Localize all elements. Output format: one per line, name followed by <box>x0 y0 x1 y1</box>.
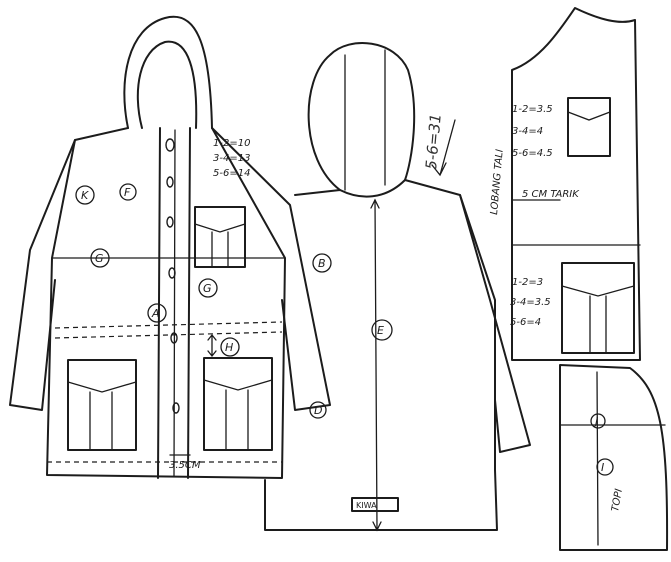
note-front-upper-2: 3-4=13 <box>213 153 250 164</box>
note-5cm: 5 CM TARIK <box>522 189 580 200</box>
front-jacket <box>9 15 332 479</box>
waist-dash-1 <box>54 321 283 329</box>
button <box>165 138 175 152</box>
note-pattern-top-3: 5-6=4.5 <box>512 148 553 159</box>
front-placket-left <box>157 127 161 479</box>
hood-formula-arrow <box>431 119 456 177</box>
note-pattern-top-1: 1-2=3.5 <box>512 104 553 115</box>
label-g-pocket: G <box>203 282 212 295</box>
label-i: I <box>601 461 604 474</box>
label-circle <box>198 278 218 298</box>
pattern-piece-top <box>511 7 641 361</box>
label-e: E <box>377 324 384 337</box>
front-placket-center <box>173 129 176 477</box>
label-circle <box>119 183 137 201</box>
lower-left-pocket <box>67 359 137 451</box>
back-body-outline <box>264 179 498 531</box>
note-hood-formula: 5-6=31 <box>422 113 445 171</box>
button <box>166 176 174 188</box>
back-hood <box>307 42 416 191</box>
pattern-mid-pocket-flap <box>561 285 635 297</box>
label-f: F <box>124 186 131 199</box>
lower-right-pocket-flap <box>203 379 273 391</box>
chest-pocket <box>194 206 246 268</box>
label-g-chest: G <box>95 252 104 265</box>
note-front-upper-3: 5-6=14 <box>213 168 250 179</box>
back-center-arrow <box>370 198 382 532</box>
label-b: B <box>318 257 326 270</box>
lower-left-pocket-pleat <box>89 391 113 451</box>
front-right-sleeve <box>211 127 331 411</box>
label-circle <box>90 248 110 268</box>
label-h: H <box>225 341 233 354</box>
note-pattern-mid-1: 1-2=3 <box>512 277 543 288</box>
lower-right-pocket <box>203 357 273 451</box>
pattern-pieces <box>511 7 669 551</box>
button <box>168 267 176 279</box>
lower-right-pocket-pleat <box>225 389 249 451</box>
button <box>170 332 178 344</box>
note-pattern-mid-2: 3-4=3.5 <box>510 297 551 308</box>
front-body-outline <box>46 127 286 479</box>
label-circle <box>147 303 167 323</box>
front-left-sleeve <box>9 139 76 411</box>
pattern-mid-pocket-pleat <box>589 295 607 354</box>
button <box>172 402 180 414</box>
label-d: D <box>314 404 322 417</box>
label-circle <box>590 413 606 429</box>
h-measure-arrow <box>207 333 217 358</box>
note-pattern-mid-3: 5-6=4 <box>510 317 541 328</box>
label-j: J <box>593 415 598 428</box>
back-tag <box>351 497 399 512</box>
pattern-piece-topi <box>559 364 669 551</box>
pattern-mid-pocket <box>561 262 635 354</box>
back-tag-label: KIWA <box>356 501 377 510</box>
front-hood-outer <box>123 15 213 129</box>
pattern-top-pocket <box>567 97 611 157</box>
label-circle <box>312 253 332 273</box>
label-k: K <box>81 189 89 202</box>
front-placket-right <box>187 127 191 479</box>
waist-dash-2 <box>54 331 283 339</box>
label-circle <box>371 319 393 341</box>
back-center-length-line <box>374 199 378 531</box>
note-pattern-top-2: 3-4=4 <box>512 126 543 137</box>
label-circle <box>596 458 614 476</box>
note-topi: TOPI <box>610 488 625 513</box>
label-circle <box>75 185 95 205</box>
label-circle <box>309 401 327 419</box>
topi-length-line <box>596 371 599 546</box>
back-jacket <box>264 42 531 532</box>
note-front-upper-1: 1-2=10 <box>213 138 250 149</box>
lower-left-pocket-flap <box>67 381 137 393</box>
front-hood-inner <box>136 40 198 129</box>
chest-pocket-pleat <box>211 231 229 268</box>
note-35cm: 3.5CM <box>169 460 201 471</box>
annotations: K F G G B A H E D J I 1-2=10 3-4=13 5-6=… <box>81 104 625 513</box>
pattern-top-pocket-flap <box>567 111 611 121</box>
button <box>166 216 174 228</box>
note-lobang-tali: LOBANG TALI <box>489 149 506 216</box>
label-circle <box>220 337 240 357</box>
label-a: A <box>151 307 160 320</box>
chest-pocket-flap <box>194 223 246 233</box>
back-sleeve <box>459 194 531 453</box>
